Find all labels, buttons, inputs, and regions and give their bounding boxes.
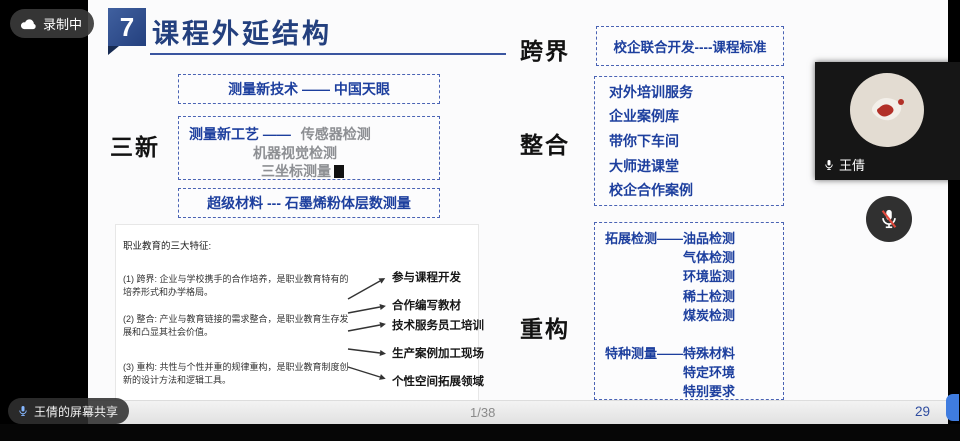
figure-target: 合作编写教材 — [392, 300, 461, 312]
viewer-bottom-bar: 1/38 29 — [88, 400, 948, 424]
mic-muted-icon — [881, 209, 897, 229]
participant-video-tile[interactable]: 王倩 — [815, 62, 960, 180]
box-reconstruction: 拓展检测——油品检测 气体检测 环境监测 稀土检测 煤炭检测 特种测量——特殊材… — [594, 222, 784, 400]
vocational-education-figure: 职业教育的三大特征: (1) 跨界: 企业与学校携手的合作培养，是职业教育特有的… — [115, 224, 484, 402]
integration-item: 企业案例库 — [609, 108, 679, 125]
label-reconstruction: 重构 — [520, 316, 570, 342]
slide-number-badge: 7 — [108, 8, 146, 46]
box-crossover: 校企联合开发----课程标准 — [596, 26, 784, 66]
mic-icon — [19, 406, 27, 416]
viewer-page-indicator: 1/38 — [470, 405, 496, 420]
figure-paragraph: (1) 跨界: 企业与学校携手的合作培养，是职业教育特有的培养形式和办学格局。 — [123, 274, 349, 298]
recon-item: 环境监测 — [683, 269, 736, 285]
figure-arrows — [347, 278, 386, 380]
screen-share-badge[interactable]: 王倩的屏幕共享 — [8, 398, 130, 424]
craft-head: 测量新工艺 —— — [189, 126, 291, 142]
shared-presentation-slide: 7 课程外延结构 三新 测量新技术 —— 中国天眼 测量新工艺 —— 传感器检测… — [88, 0, 948, 424]
craft-item-cmm-text: 三坐标测量 — [261, 163, 331, 179]
participant-avatar — [850, 73, 924, 147]
craft-line-1: 测量新工艺 —— 传感器检测 — [189, 124, 371, 144]
text-cursor-block — [334, 165, 344, 178]
box-new-tech: 测量新技术 —— 中国天眼 — [178, 74, 440, 104]
recon-item: 气体检测 — [683, 250, 736, 266]
label-integration: 整合 — [520, 132, 570, 158]
mic-icon — [825, 159, 833, 170]
label-three-new: 三新 — [110, 134, 160, 160]
recon-item: 煤炭检测 — [683, 307, 736, 323]
recon-item: 稀土检测 — [683, 288, 736, 304]
slide-number-badge-fold — [108, 46, 119, 55]
craft-item-sensor: 传感器检测 — [300, 126, 371, 142]
recon-spacer — [605, 325, 783, 344]
figure-target: 技术服务员工培训 — [392, 320, 484, 332]
title-underline — [150, 53, 506, 55]
box-integration: 对外培训服务 企业案例库 带你下车间 大师进课堂 校企合作案例 — [594, 76, 784, 206]
integration-item: 校企合作案例 — [609, 182, 693, 199]
figure-heading: 职业教育的三大特征: — [123, 241, 212, 252]
recording-badge[interactable]: 录制中 — [10, 9, 95, 38]
recon-group2-head: 特种测量——特殊材料 — [605, 346, 736, 362]
craft-item-cmm: 三坐标测量 — [261, 161, 344, 181]
slide-title: 课程外延结构 — [152, 19, 332, 49]
slide-page-number: 29 — [914, 404, 930, 419]
figure-target: 参与课程开发 — [392, 272, 461, 284]
recon-item: 特别要求 — [683, 384, 736, 400]
participant-name-bar: 王倩 — [823, 155, 865, 174]
bottom-black-bar — [0, 424, 960, 441]
integration-item: 带你下车间 — [609, 132, 679, 149]
participant-name: 王倩 — [839, 158, 866, 173]
craft-item-vision: 机器视觉检测 — [253, 145, 337, 161]
box-new-craft: 测量新工艺 —— 传感器检测 机器视觉检测 三坐标测量 — [178, 116, 440, 180]
cloud-record-icon — [20, 18, 36, 29]
figure-paragraph: (2) 整合: 产业与教育链接的需求整合，是职业教育生存发展和凸显其社会价值。 — [123, 314, 349, 338]
screen-share-label: 王倩的屏幕共享 — [34, 404, 119, 419]
figure-paragraph: (3) 重构: 共性与个性并重的规律重构，是职业教育制度创新的设计方法和逻辑工具… — [123, 362, 349, 386]
recording-badge-label: 录制中 — [43, 17, 83, 32]
integration-item: 对外培训服务 — [609, 83, 693, 100]
figure-target: 个性空间拓展领域 — [392, 376, 484, 388]
figure-target: 生产案例加工现场 — [392, 348, 484, 360]
microphone-mute-button[interactable] — [866, 196, 912, 242]
box-super-material: 超级材料 --- 石墨烯粉体层数测量 — [178, 188, 440, 218]
integration-item: 大师进课堂 — [609, 157, 679, 174]
recon-group1-head: 拓展检测——油品检测 — [605, 231, 736, 246]
recon-item: 特定环境 — [683, 365, 736, 381]
label-crossover: 跨界 — [520, 38, 570, 64]
viewer-scroll-handle[interactable] — [946, 394, 959, 421]
